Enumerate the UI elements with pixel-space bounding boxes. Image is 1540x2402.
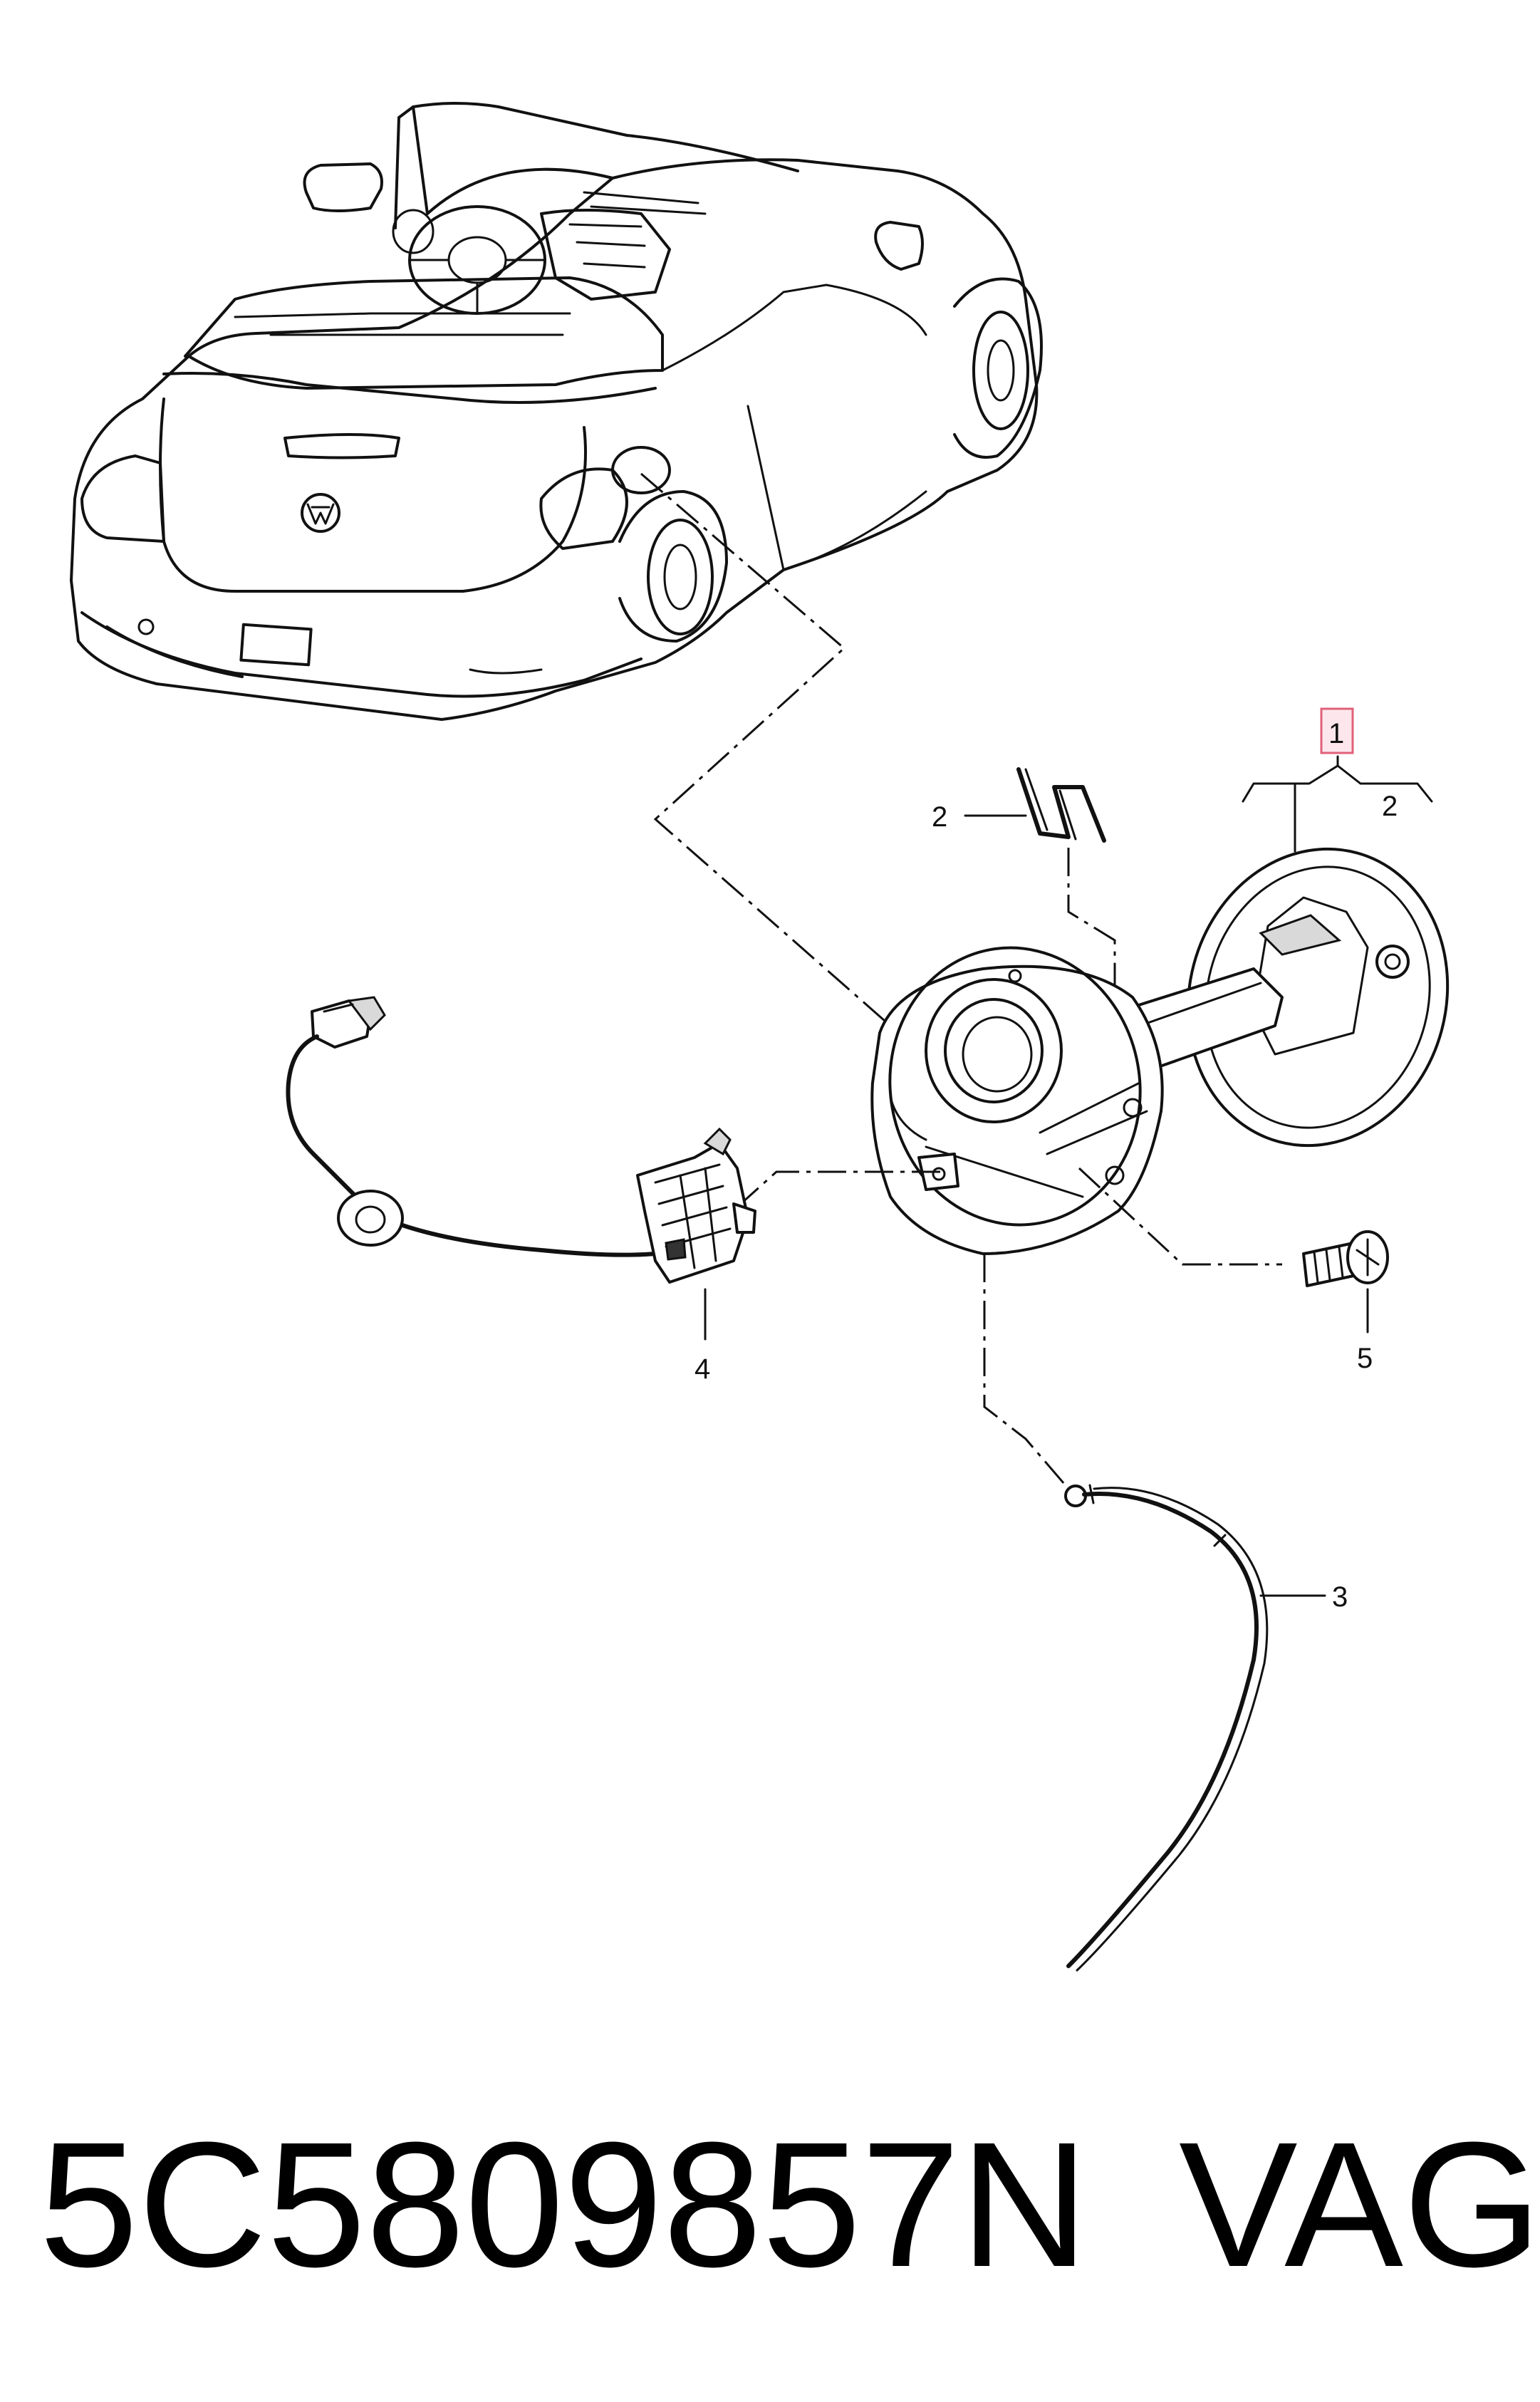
callout-2-left: 2 [932,801,947,833]
brand-label: VAG [1179,2105,1540,2304]
callout-5: 5 [1357,1343,1373,1374]
leader-housing-to-hose [983,1254,1070,1489]
drain-hose [1064,1484,1269,1972]
leader-clip-to-housing [1067,848,1116,997]
fuel-flap-assembly [870,847,1450,1255]
part-number: 5C5809857N [39,2105,1089,2304]
callout-2-right: 2 [1382,791,1398,822]
leader-car-to-assembly [640,472,891,1027]
callout-3: 3 [1332,1581,1348,1613]
callout-4: 4 [694,1353,710,1385]
callout-1: 1 [1328,718,1344,749]
leader-housing-to-screw [1078,1167,1282,1266]
screw [1302,1230,1389,1287]
callout-1-group: 1 2 [1242,707,1433,853]
leader-housing-to-actuator [739,1170,940,1205]
actuator-motor [286,996,756,1284]
spring-clip [1016,767,1106,843]
callout-1-highlight [1320,707,1354,754]
car-illustration [70,102,1043,721]
